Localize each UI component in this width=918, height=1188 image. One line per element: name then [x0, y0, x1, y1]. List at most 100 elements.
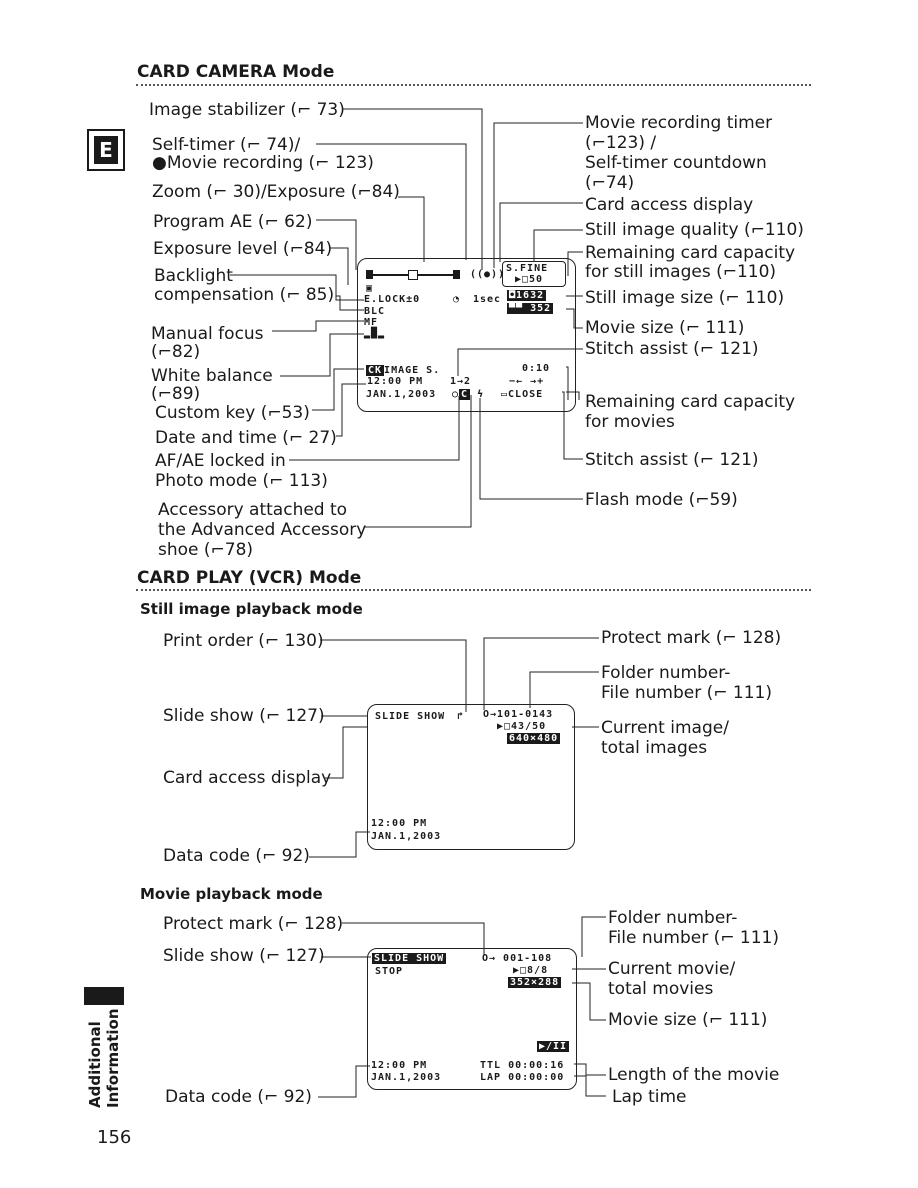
card-camera-title: CARD CAMERA Mode	[137, 62, 335, 82]
label-protect-mark-movie: Protect mark (⌐ 128)	[163, 914, 344, 934]
dotted-divider	[136, 84, 811, 86]
stitch-arrows-text: −← →+	[509, 376, 545, 387]
label-movie-size: Movie size (⌐ 111)	[585, 318, 745, 338]
label-movie-recording: ●Movie recording (⌐ 123)	[152, 153, 374, 173]
label-file-number-movie: File number (⌐ 111)	[608, 928, 779, 948]
backlight-text: BLC	[364, 306, 386, 317]
label-slide-show-movie: Slide show (⌐ 127)	[163, 946, 325, 966]
zoom-bar	[366, 270, 461, 280]
self-timer-icon: ◔	[453, 294, 461, 305]
label-data-code-movie: Data code (⌐ 92)	[165, 1087, 312, 1107]
movie-time-text: 12:00 PM	[371, 1060, 428, 1071]
label-self-timer-countdown-ref: (⌐74)	[585, 173, 635, 193]
label-accessory: Accessory attached to	[158, 500, 348, 520]
exposure-lock-text: E.LOCK±0	[364, 294, 421, 305]
label-backlight: Backlight	[154, 266, 233, 286]
label-file-number-still: File number (⌐ 111)	[601, 683, 772, 703]
label-self-timer-countdown: Self-timer countdown	[585, 153, 767, 173]
label-image-stabilizer: Image stabilizer (⌐ 73)	[149, 100, 345, 120]
label-total-images: total images	[601, 738, 708, 758]
still-playback-title: Still image playback mode	[140, 600, 363, 618]
label-card-access: Card access display	[585, 195, 754, 215]
label-backlight-2: compensation (⌐ 85)	[154, 285, 335, 305]
movie-playback-title: Movie playback mode	[140, 885, 323, 903]
label-print-order: Print order (⌐ 130)	[163, 631, 324, 651]
label-custom-key: Custom key (⌐53)	[155, 403, 310, 423]
label-current-movie: Current movie/	[608, 959, 736, 979]
label-photo-mode: Photo mode (⌐ 113)	[155, 471, 328, 491]
still-playback-screen	[367, 704, 575, 850]
label-remaining-still: Remaining card capacity	[585, 243, 796, 263]
label-zoom-exposure: Zoom (⌐ 30)/Exposure (⌐84)	[152, 182, 400, 202]
play-pause-icon: ▶/II	[537, 1041, 570, 1052]
label-movie-rec-timer-ref: (⌐123) /	[585, 133, 657, 153]
label-still-quality: Still image quality (⌐110)	[585, 220, 804, 240]
movie-size-badge: ▀▀ 352	[507, 303, 554, 314]
label-stitch-assist-2: Stitch assist (⌐ 121)	[585, 450, 759, 470]
section-marker-bar	[84, 987, 124, 1005]
label-self-timer: Self-timer (⌐ 74)/	[152, 135, 301, 155]
label-lap-time: Lap time	[612, 1087, 687, 1107]
section-tab: E	[87, 129, 125, 171]
movie-rec-timer-text: 0:10	[522, 363, 551, 374]
label-accessory-2: the Advanced Accessory	[158, 520, 367, 540]
manual-focus-text: MF	[364, 317, 379, 328]
lap-time-text: LAP 00:00:00	[480, 1072, 565, 1083]
stitch-direction-text: 1→2	[450, 376, 472, 387]
self-timer-value: 1sec	[473, 294, 502, 305]
still-remaining-text: ▶□50	[515, 274, 544, 285]
print-order-icon: ↱	[457, 711, 465, 722]
total-length-text: TTL 00:00:16	[480, 1060, 565, 1071]
card-play-title: CARD PLAY (VCR) Mode	[137, 568, 362, 588]
stop-text: STOP	[375, 966, 404, 977]
page-number: 156	[97, 1127, 132, 1148]
movie-size-badge-play: 352×288	[508, 977, 562, 988]
label-white-balance-ref: (⌐89)	[151, 384, 201, 404]
label-date-time: Date and time (⌐ 27)	[155, 428, 337, 448]
label-folder-number-movie: Folder number-	[608, 908, 738, 928]
slideshow-badge-movie: SLIDE SHOW	[372, 953, 447, 964]
image-count-text: ▶□43/50	[497, 721, 547, 732]
label-remaining-movies: Remaining card capacity	[585, 392, 796, 412]
af-lock-icon: ○C ϟ	[452, 389, 485, 400]
still-date-text: JAN.1,2003	[371, 831, 442, 842]
image-size-badge: 640×480	[507, 733, 561, 744]
label-folder-number-still: Folder number-	[601, 663, 731, 683]
label-accessory-3: shoe (⌐78)	[158, 540, 254, 560]
file-number-movie-text: O→ 001-108	[482, 953, 553, 964]
slideshow-text-still: SLIDE SHOW	[375, 711, 446, 722]
label-slide-show: Slide show (⌐ 127)	[163, 706, 325, 726]
movie-playback-screen	[367, 948, 577, 1090]
label-still-size: Still image size (⌐ 110)	[585, 288, 785, 308]
label-protect-mark-still: Protect mark (⌐ 128)	[601, 628, 782, 648]
still-quality-text: S.FINE	[506, 263, 549, 274]
label-movie-rec-timer: Movie recording timer	[585, 113, 773, 133]
dotted-divider-2	[136, 589, 811, 591]
label-white-balance: White balance	[151, 366, 273, 386]
label-stitch-assist: Stitch assist (⌐ 121)	[585, 339, 759, 359]
label-manual-focus: Manual focus	[151, 324, 264, 344]
label-flash-mode: Flash mode (⌐59)	[585, 490, 738, 510]
label-remaining-still-2: for still images (⌐110)	[585, 262, 777, 282]
stabilizer-icon: ((●))	[470, 269, 506, 280]
label-current-image: Current image/	[601, 718, 729, 738]
camera-lcd-screen	[357, 258, 576, 412]
label-manual-focus-ref: (⌐82)	[151, 342, 201, 362]
movie-date-text: JAN.1,2003	[371, 1072, 442, 1083]
date-text: JAN.1,2003	[366, 389, 437, 400]
label-data-code-still: Data code (⌐ 92)	[163, 846, 310, 866]
movie-count-text: ▶□8/8	[513, 965, 549, 976]
label-remaining-movies-2: for movies	[585, 412, 675, 432]
file-number-still-text: O→101-0143	[483, 709, 554, 720]
time-text: 12:00 PM	[367, 376, 424, 387]
still-time-text: 12:00 PM	[371, 818, 428, 829]
still-size-badge: ◘1632	[507, 290, 547, 301]
label-card-access-still: Card access display	[163, 768, 332, 788]
label-program-ae: Program AE (⌐ 62)	[153, 212, 313, 232]
program-ae-icon: ▣	[366, 283, 374, 294]
close-text: ▭CLOSE	[501, 389, 544, 400]
